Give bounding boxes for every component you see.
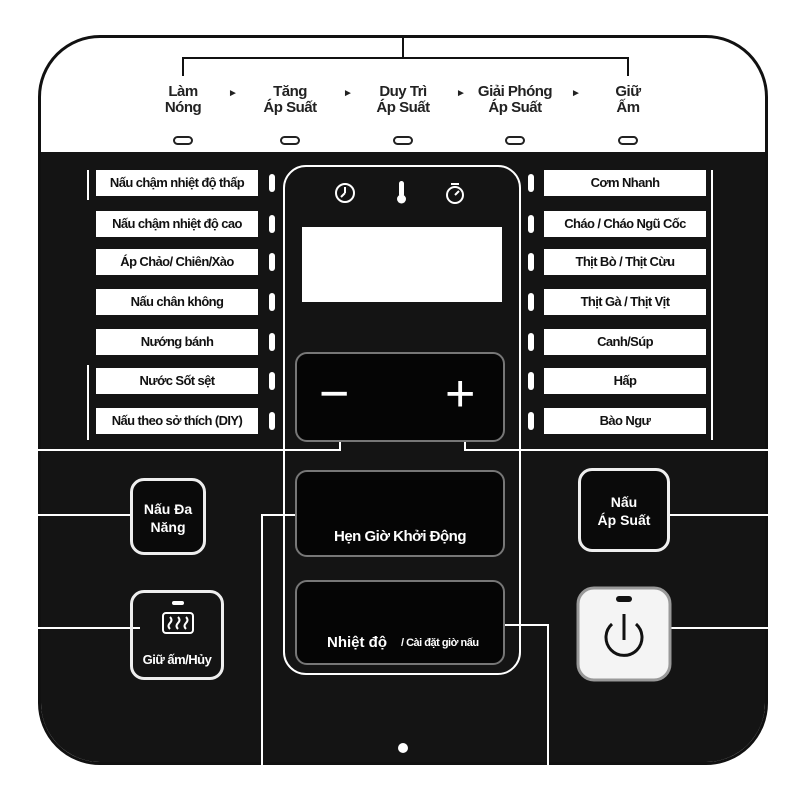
arrow-icon: ►: [456, 88, 466, 99]
time-label: / Cài đặt giờ nấu: [401, 637, 479, 649]
program-indicator: [269, 174, 275, 192]
power-icon: [604, 614, 644, 657]
adjust-button-group: − +: [295, 352, 505, 442]
program-button[interactable]: Thịt Bò / Thịt Cừu: [544, 249, 706, 275]
keep-warm-cancel-button[interactable]: Giữ ấm/Hủy: [130, 590, 224, 680]
program-button[interactable]: Áp Chảo/ Chiên/Xào: [96, 249, 258, 275]
program-indicator: [528, 215, 534, 233]
program-button[interactable]: Nướng bánh: [96, 329, 258, 355]
stopwatch-icon: [446, 183, 464, 204]
program-button[interactable]: Hấp: [544, 368, 706, 394]
program-indicator: [528, 372, 534, 390]
stage-indicator: [618, 136, 638, 145]
program-indicator: [269, 333, 275, 351]
thermometer-icon: [397, 181, 406, 204]
program-button[interactable]: Nấu chậm nhiệt độ cao: [96, 211, 258, 237]
heat-icon: [162, 612, 194, 634]
program-indicator: [269, 293, 275, 311]
program-button[interactable]: Cháo / Cháo Ngũ Cốc: [544, 211, 706, 237]
temp-label: Nhiệt độ: [327, 634, 387, 651]
minus-button[interactable]: −: [319, 365, 350, 423]
delay-start-label: Hẹn Giờ Khởi Động: [334, 528, 467, 545]
program-indicator: [269, 215, 275, 233]
program-indicator: [528, 293, 534, 311]
stage-indicator: [280, 136, 300, 145]
arrow-icon: ►: [228, 88, 238, 99]
program-button[interactable]: Thịt Gà / Thịt Vịt: [544, 289, 706, 315]
program-button[interactable]: Nước Sốt sệt: [96, 368, 258, 394]
program-button[interactable]: Canh/Súp: [544, 329, 706, 355]
stage-indicator: [173, 136, 193, 145]
program-indicator: [528, 333, 534, 351]
program-indicator: [528, 253, 534, 271]
program-button[interactable]: Nấu chậm nhiệt độ thấp: [96, 170, 258, 196]
clock-icon: [335, 183, 355, 203]
stage-indicator: [505, 136, 525, 145]
temp-time-button[interactable]: Nhiệt độ / Cài đặt giờ nấu: [295, 580, 505, 665]
program-indicator: [528, 174, 534, 192]
program-indicator: [269, 253, 275, 271]
program-indicator: [269, 412, 275, 430]
arrow-icon: ►: [571, 88, 581, 99]
program-indicator: [269, 372, 275, 390]
plus-button[interactable]: +: [445, 365, 476, 423]
program-button[interactable]: Cơm Nhanh: [544, 170, 706, 196]
program-button[interactable]: Nấu chân không: [96, 289, 258, 315]
program-button[interactable]: Nấu theo sở thích (DIY): [96, 408, 258, 434]
display-screen: [302, 227, 502, 302]
program-button[interactable]: Bào Ngư: [544, 408, 706, 434]
stage-indicator: [393, 136, 413, 145]
program-indicator: [528, 412, 534, 430]
arrow-icon: ►: [343, 88, 353, 99]
delay-start-button[interactable]: Hẹn Giờ Khởi Động: [295, 470, 505, 557]
